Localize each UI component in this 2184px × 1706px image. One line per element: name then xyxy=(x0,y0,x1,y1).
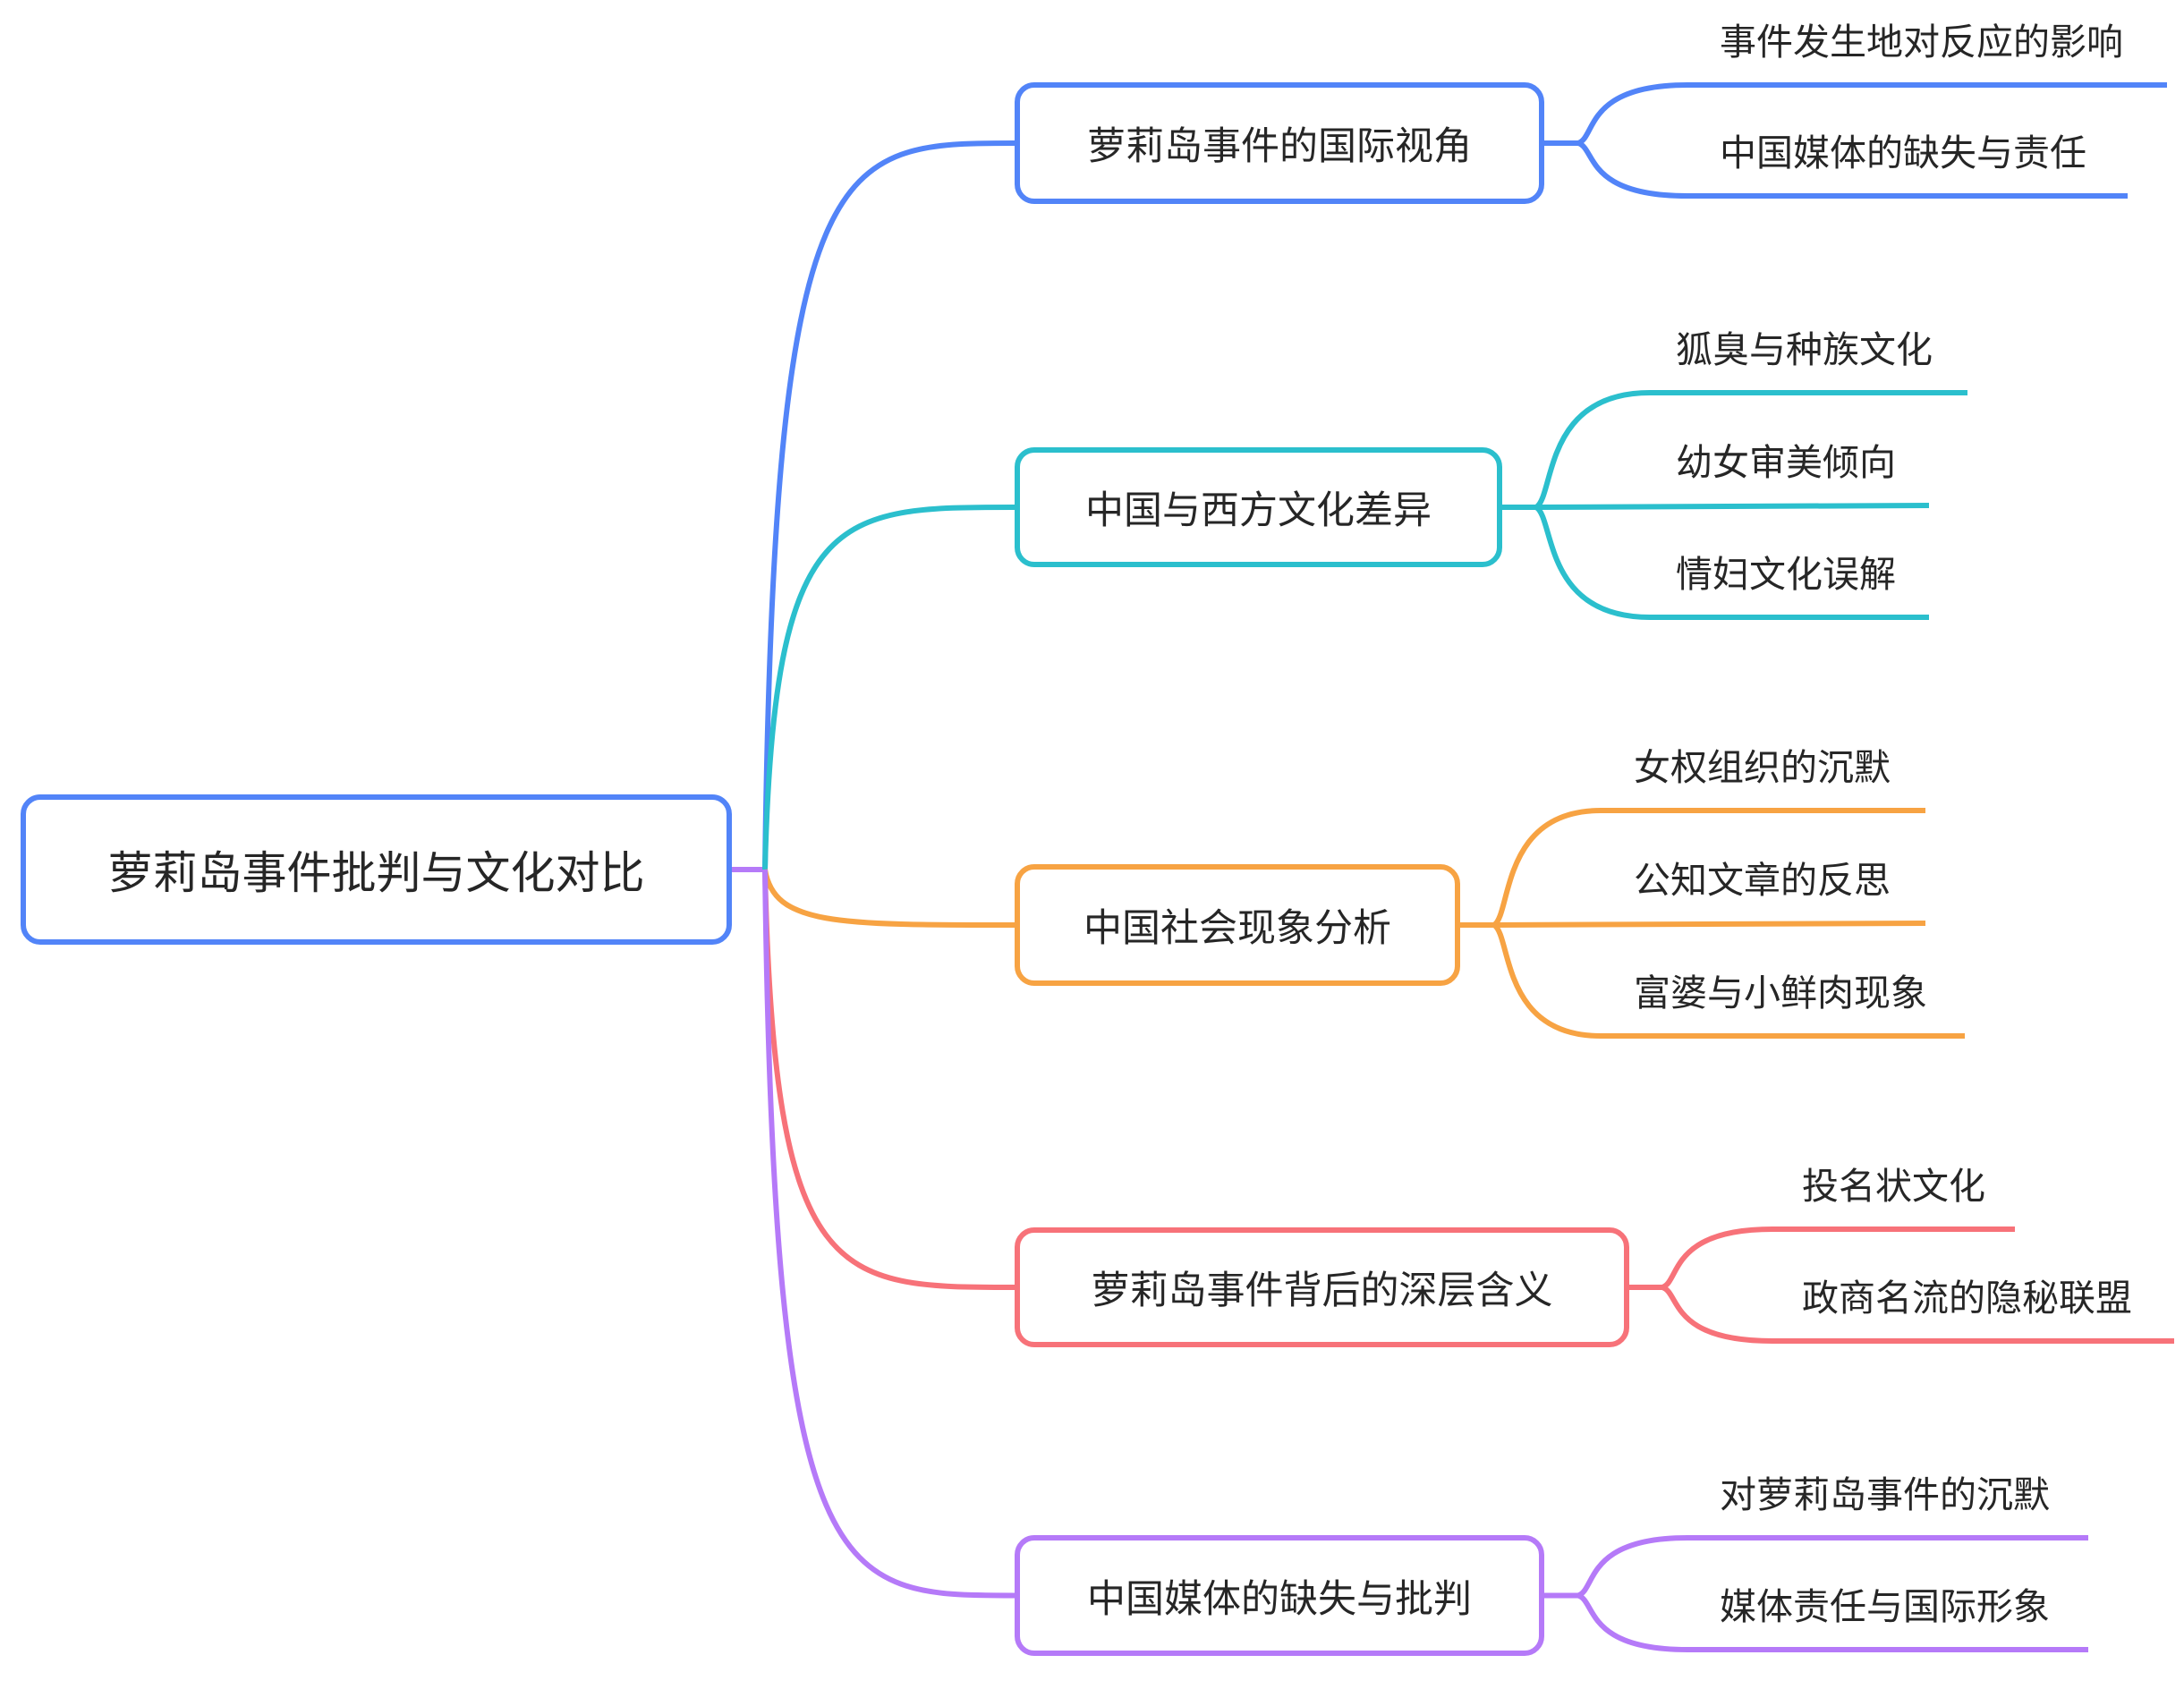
branch-3-leaf-3-connector xyxy=(1491,922,1965,1039)
branch-5-leaf-2[interactable]: 媒体责任与国际形象 xyxy=(1720,1585,2050,1628)
branch-5-leaf-1-connector xyxy=(1576,1535,2088,1599)
branch-2-leaf-3[interactable]: 情妇文化误解 xyxy=(1676,553,1896,596)
root-node[interactable]: 萝莉岛事件批判与文化对比 xyxy=(21,794,732,945)
branch-1-leaf-1[interactable]: 事件发生地对反应的影响 xyxy=(1720,21,2123,64)
branch-3-leaf-3[interactable]: 富婆与小鲜肉现象 xyxy=(1634,972,1927,1014)
root-to-branch-2-connector xyxy=(762,505,1016,870)
branch-2-leaf-2[interactable]: 幼女审美倾向 xyxy=(1676,441,1896,484)
branch-4-leaf-2[interactable]: 政商名流的隐秘联盟 xyxy=(1802,1277,2132,1320)
branch-3-leaf-1-connector xyxy=(1491,808,1925,928)
branch-4-leaf-1-connector xyxy=(1661,1226,2015,1290)
branch-3-leaf-2-connector xyxy=(1493,921,1926,928)
branch-4-leaf-1[interactable]: 投名状文化 xyxy=(1802,1165,1985,1208)
branch-2-leaf-1[interactable]: 狐臭与种族文化 xyxy=(1676,328,1933,371)
branch-node-2[interactable]: 中国与西方文化差异 xyxy=(1015,447,1502,567)
branch-node-5-label: 中国媒体的缺失与批判 xyxy=(1087,1576,1472,1622)
branch-1-leaf-2-connector xyxy=(1576,140,2128,199)
branch-node-1-label: 萝莉岛事件的国际视角 xyxy=(1087,124,1472,169)
root-to-branch-5-connector xyxy=(762,869,1016,1599)
root-node-label: 萝莉岛事件批判与文化对比 xyxy=(107,847,645,899)
root-to-branch-1-connector xyxy=(762,140,1016,870)
branch-2-leaf-3-connector xyxy=(1534,505,1929,620)
branch-node-4-label: 萝莉岛事件背后的深层含义 xyxy=(1091,1269,1553,1313)
branch-1-leaf-2[interactable]: 中国媒体的缺失与责任 xyxy=(1720,132,2086,174)
root-to-branch-3-connector xyxy=(762,869,1016,928)
branch-3-leaf-1[interactable]: 女权组织的沉默 xyxy=(1634,746,1891,789)
branch-5-leaf-2-connector xyxy=(1576,1592,2088,1652)
branch-node-3-label: 中国社会现象分析 xyxy=(1084,906,1391,951)
branch-3-leaf-2[interactable]: 公知文章的反思 xyxy=(1634,859,1891,902)
branch-4-leaf-2-connector xyxy=(1661,1285,2174,1344)
branch-5-leaf-1[interactable]: 对萝莉岛事件的沉默 xyxy=(1720,1473,2050,1516)
branch-node-3[interactable]: 中国社会现象分析 xyxy=(1015,864,1460,986)
root-to-branch-4-connector xyxy=(762,869,1016,1290)
branch-2-leaf-1-connector xyxy=(1534,390,1967,510)
branch-node-1[interactable]: 萝莉岛事件的国际视角 xyxy=(1015,82,1544,204)
branch-node-4[interactable]: 萝莉岛事件背后的深层含义 xyxy=(1015,1227,1629,1347)
branch-node-2-label: 中国与西方文化差异 xyxy=(1085,488,1432,533)
branch-1-leaf-1-connector xyxy=(1576,82,2167,146)
branch-node-5[interactable]: 中国媒体的缺失与批判 xyxy=(1015,1535,1544,1656)
branch-2-leaf-2-connector xyxy=(1535,503,1930,510)
